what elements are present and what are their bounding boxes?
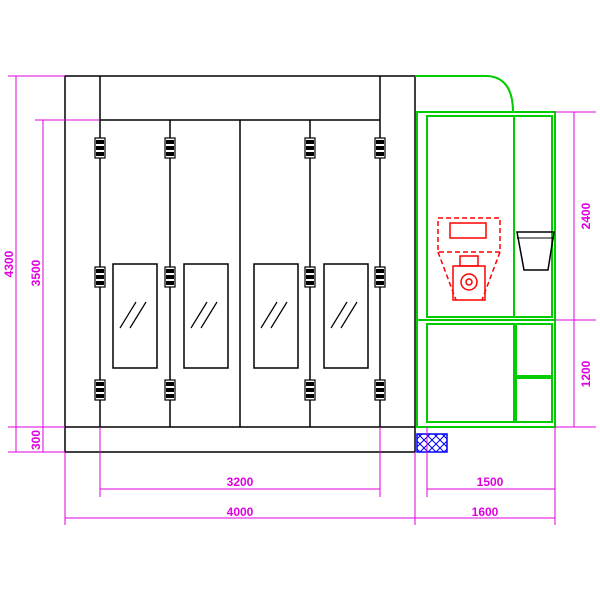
bin-icon (516, 231, 555, 271)
hinge-icon (164, 266, 176, 288)
side-unit-lower-right-top (515, 323, 553, 377)
side-unit-lower-right-bottom (515, 377, 553, 423)
side-unit-roof-curve (415, 75, 514, 113)
dim-base-height: 300 (29, 430, 43, 450)
fan-top (459, 255, 479, 267)
fan-box (452, 265, 486, 301)
door-windows (112, 263, 369, 369)
dimension-lines (8, 75, 596, 525)
hinge-icon (374, 266, 386, 288)
side-unit (415, 75, 556, 428)
booth-frame (64, 75, 416, 453)
hinge-icon (164, 379, 176, 401)
burner-panel (449, 222, 487, 239)
hinge-icon (94, 137, 106, 159)
dim-side-total-width: 1600 (472, 505, 499, 519)
hinge-icon (304, 137, 316, 159)
burner-unit (437, 217, 501, 301)
hinge-icon (304, 379, 316, 401)
dim-room-width: 4000 (227, 505, 254, 519)
door-window-2 (183, 263, 229, 369)
dim-door-height: 3500 (29, 259, 43, 286)
booth-outline (64, 75, 416, 453)
door-hinges (94, 137, 386, 401)
door-window-3 (253, 263, 299, 369)
door-window-1 (112, 263, 158, 369)
hinge-icon (374, 137, 386, 159)
fan-icon (460, 273, 478, 291)
dim-side-lower-height: 1200 (579, 360, 593, 387)
dim-door-span: 3200 (227, 475, 254, 489)
side-unit-upper-right (513, 115, 553, 318)
dim-side-upper-height: 2400 (579, 202, 593, 229)
side-unit-lower-left (426, 323, 515, 423)
dim-total-height: 4300 (2, 250, 16, 277)
dim-side-inner-width: 1500 (477, 475, 504, 489)
hinge-icon (94, 266, 106, 288)
hinge-icon (94, 379, 106, 401)
side-unit-outer (416, 111, 556, 428)
side-unit-upper-left (426, 115, 515, 318)
hinge-icon (164, 137, 176, 159)
door-window-4 (323, 263, 369, 369)
hinge-icon (304, 266, 316, 288)
floor-grate (416, 433, 448, 453)
hinge-icon (374, 379, 386, 401)
